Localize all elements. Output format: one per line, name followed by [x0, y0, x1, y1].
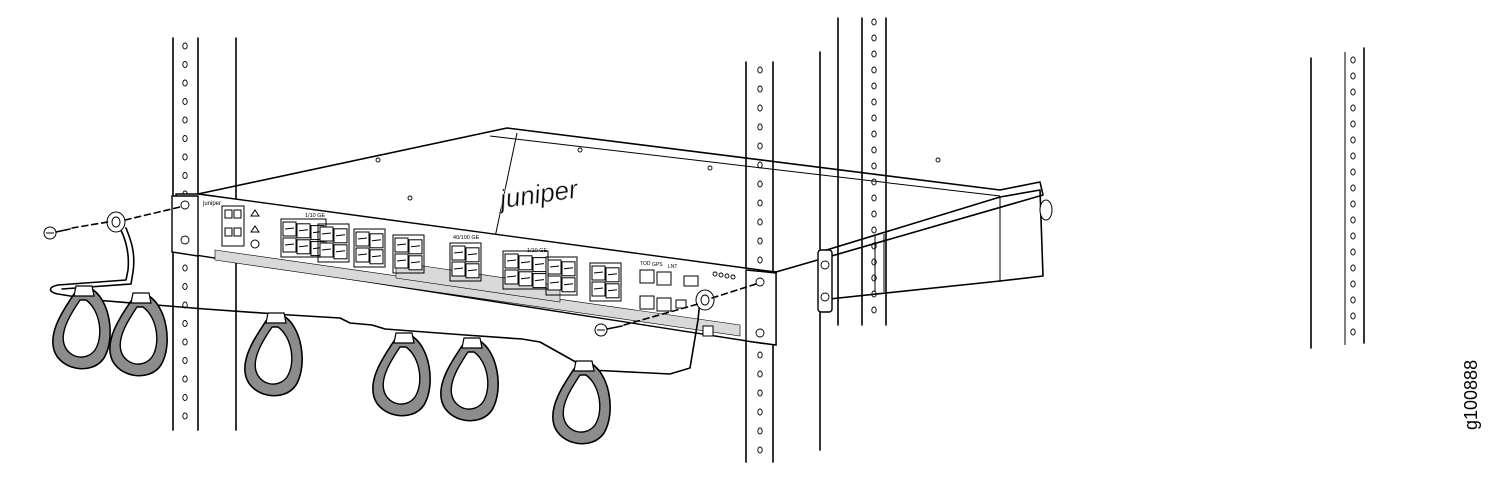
cable-strap — [372, 332, 431, 417]
rack-hole — [1350, 88, 1356, 96]
mgmt-label-gps: GPS — [652, 262, 663, 268]
middle-front-rack-post — [745, 51, 821, 463]
rack-hole — [871, 162, 877, 170]
rack-hole — [757, 351, 763, 359]
rack-hole — [1350, 312, 1356, 320]
rack-hole — [1350, 200, 1356, 208]
rack-hole — [1350, 232, 1356, 240]
figure-id-label: g100888 — [1461, 360, 1481, 430]
rack-hole — [182, 394, 188, 401]
rack-hole — [182, 61, 188, 68]
rack-hole — [182, 264, 188, 272]
figure-id-label-container: g100888 — [1449, 320, 1489, 440]
rack-hole — [182, 135, 188, 142]
cable-manager-bar — [49, 211, 715, 375]
rack-hole — [182, 375, 188, 383]
alignment-dashed-lines — [71, 206, 757, 326]
panel-brand-label: juniper — [202, 201, 221, 207]
rack-hole — [871, 178, 877, 186]
rack-hole — [1350, 328, 1356, 336]
cable-strap — [109, 292, 168, 377]
rack-hole — [757, 142, 763, 150]
rack-hole — [1350, 168, 1356, 176]
rack-hole — [182, 412, 188, 420]
rack-hole — [182, 116, 188, 124]
rack-hole — [757, 85, 763, 93]
rack-hole — [182, 338, 188, 346]
rack-hole — [1350, 296, 1356, 304]
rack-hole — [871, 66, 877, 74]
rack-hole — [757, 218, 763, 226]
rack-hole — [182, 42, 188, 50]
port-group-label-2: 40/100 GE — [453, 235, 480, 241]
rack-hole — [1350, 264, 1356, 272]
rack-hole — [1350, 120, 1356, 128]
mounting-screw-left — [43, 226, 71, 240]
rack-hole — [871, 194, 877, 202]
rack-hole — [757, 123, 763, 131]
rack-hole — [1350, 56, 1356, 64]
rack-hole — [182, 98, 188, 105]
far-right-rack-post — [1310, 47, 1365, 349]
sfp-port-blocks — [280, 218, 622, 302]
mgmt-label-tod: TOD — [640, 261, 651, 267]
rack-hole — [182, 357, 188, 364]
rack-hole — [757, 370, 763, 378]
rack-hole — [757, 389, 763, 397]
rack-hole — [1350, 104, 1356, 112]
hook-and-loop-straps — [52, 285, 611, 445]
rack-hole — [871, 210, 877, 218]
rack-hole — [1350, 184, 1356, 192]
rack-hole — [1350, 136, 1356, 144]
rack-hole — [757, 427, 763, 435]
rack-hole — [871, 114, 877, 122]
rack-hole — [1350, 216, 1356, 224]
rack-hole — [1350, 72, 1356, 80]
mgmt-label-lnt: LNT — [668, 264, 677, 270]
rack-hole — [757, 446, 763, 454]
cable-strap — [244, 312, 303, 397]
rack-hole — [757, 199, 763, 207]
rack-hole — [871, 50, 877, 58]
rack-hole — [871, 130, 877, 138]
rack-hole — [757, 180, 763, 188]
rack-hole — [871, 226, 877, 234]
rack-hole — [1350, 280, 1356, 288]
rack-hole — [182, 283, 188, 290]
rack-hole — [182, 79, 188, 87]
mounting-screw-right — [594, 323, 623, 337]
rack-hole — [871, 98, 877, 106]
rack-hole — [1350, 248, 1356, 256]
rear-rack-post — [837, 17, 887, 326]
rack-hole — [757, 408, 763, 416]
brand-watermark: juniper — [495, 173, 581, 214]
rack-hole — [757, 66, 763, 74]
rack-hole — [1350, 152, 1356, 160]
rack-hole — [757, 104, 763, 112]
rack-hole — [182, 172, 188, 179]
rack-hole — [182, 320, 188, 327]
rack-hole — [182, 153, 188, 161]
rack-hole — [871, 146, 877, 154]
cable-strap — [52, 285, 111, 370]
cable-strap — [440, 337, 499, 422]
rack-hole — [871, 82, 877, 90]
front-panel: juniper 1/10 GE 40/100 GE 1/10 GE TOD GP… — [171, 193, 777, 346]
rack-hole — [871, 34, 877, 42]
rack-hole — [757, 237, 763, 245]
cable-strap — [552, 360, 611, 445]
rack-hole — [871, 306, 877, 314]
rack-hole — [871, 274, 877, 282]
rack-hole — [871, 18, 877, 26]
port-group-label-1: 1/10 GE — [305, 213, 326, 219]
rack-hole — [871, 258, 877, 266]
rack-hole — [757, 256, 763, 264]
